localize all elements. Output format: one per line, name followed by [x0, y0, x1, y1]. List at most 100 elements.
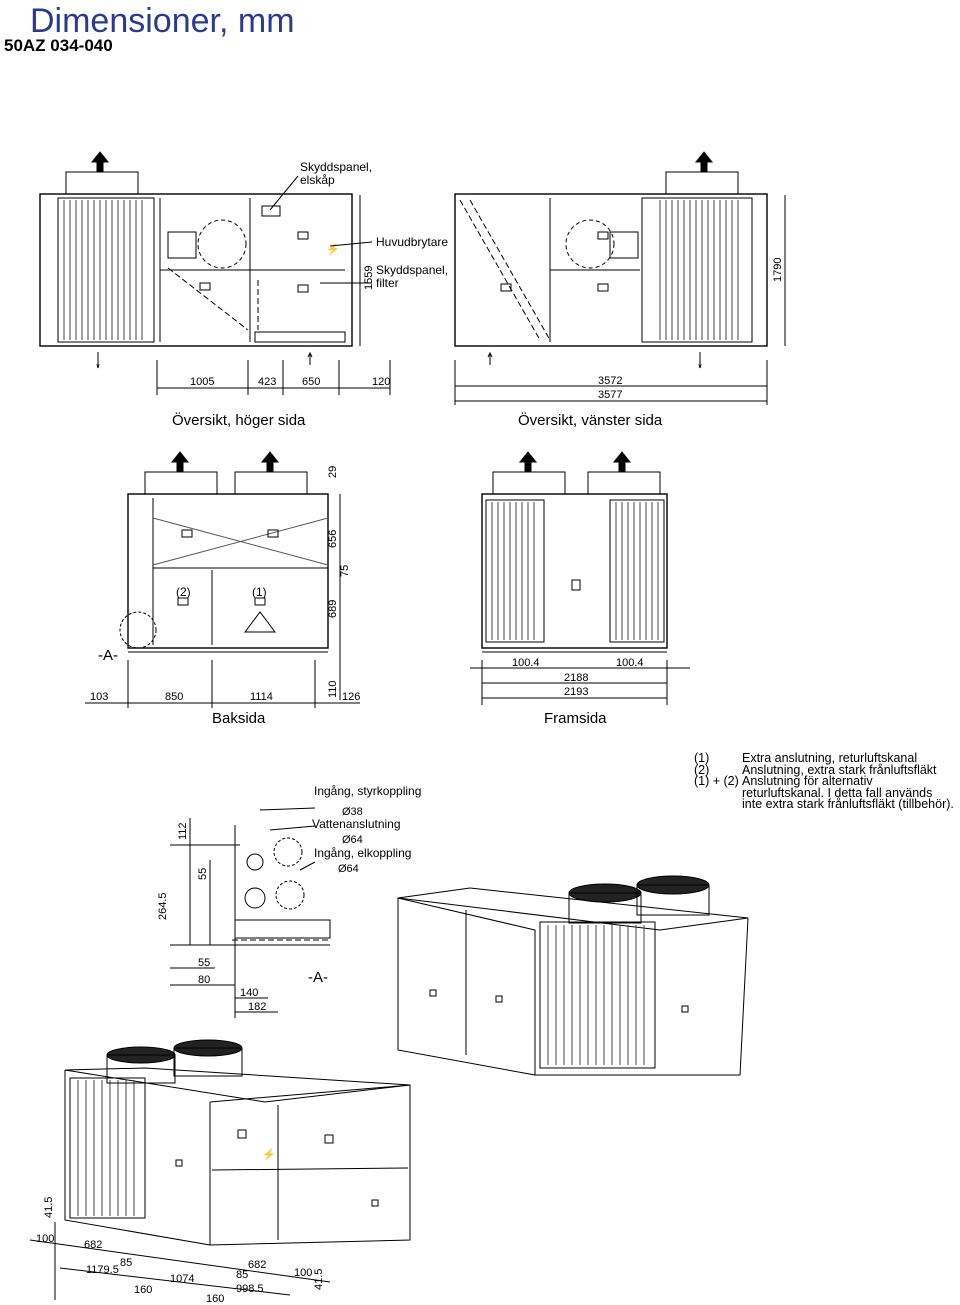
dim-label: 850: [165, 691, 183, 703]
notes-legend: (1) Extra anslutning, returluftskanal (2)…: [694, 751, 956, 811]
callout-panel-filter: Skyddspanel, filter: [376, 264, 448, 290]
dim-label: 120: [372, 376, 390, 388]
rear-view: (2) (1) -A- 29 656 75 689 110 103 850 11…: [85, 451, 360, 708]
note-row: (2) Anslutning, extra stark frånluftsfläk…: [694, 762, 956, 777]
dim-label: 140: [240, 987, 258, 999]
note-text: returluftskanal. I detta fall används: [742, 785, 933, 800]
left-side-view: 1790 3572 3577: [454, 151, 786, 405]
arrow-up-icon: [518, 451, 538, 473]
isometric-left-view: ⚡ 41.5 100 682 85 1179.5 1074 160 160 99…: [29, 1039, 411, 1305]
dim-label: 100: [294, 1267, 312, 1279]
dim-label: 160: [134, 1284, 152, 1296]
note-key: (1): [694, 751, 710, 765]
callout-main-switch: Huvudbrytare: [376, 235, 449, 249]
dim-label: 41.5: [43, 1197, 55, 1218]
leader-line: [329, 241, 373, 247]
front-view: 100.4 100.4 2188 2193: [470, 451, 690, 705]
note-key: [694, 788, 742, 800]
dim-label: 85: [236, 1269, 248, 1281]
model-subtitle: 50AZ 034-040: [4, 36, 113, 55]
coil-hatch: [659, 200, 739, 340]
dim-label: 41.5: [313, 1269, 325, 1290]
dim-label: 998.5: [236, 1283, 264, 1295]
callout-line: Skyddspanel,: [300, 160, 373, 174]
dim-label: 100: [36, 1233, 54, 1245]
label-water-conn: Vattenanslutning: [312, 817, 401, 831]
caption-right-side: Översikt, höger sida: [172, 412, 306, 429]
dim-label: 126: [342, 691, 360, 703]
caption-front: Framsida: [544, 710, 607, 727]
callout-panel-elskap: Skyddspanel, elskåp: [300, 161, 372, 187]
dim-label: 1074: [170, 1273, 194, 1285]
dim-label: 1005: [190, 376, 214, 388]
note-key: (1) + (2): [694, 774, 739, 788]
note-key: (2): [694, 762, 710, 777]
isometric-right-view: [397, 875, 749, 1076]
section-label: -A-: [308, 969, 328, 986]
dim-label: 2193: [564, 686, 588, 698]
high-voltage-icon: ⚡: [262, 1148, 276, 1161]
high-voltage-icon: ⚡: [326, 243, 340, 256]
dim-label: 1114: [250, 691, 273, 703]
dim-label: 160: [206, 1293, 224, 1305]
dim-label: 264.5: [157, 892, 169, 920]
arrow-up-icon: [260, 451, 280, 473]
dim-label: 100.4: [616, 657, 644, 669]
callout-line: Skyddspanel,: [376, 263, 449, 277]
dim-label: 656: [327, 530, 339, 548]
coil-hatch: [491, 502, 659, 640]
note-row: inte extra stark frånluftsfläkt (tillbeh…: [694, 797, 956, 811]
right-side-view: ⚡ 1559 1005 423 650 120: [39, 151, 391, 395]
marker-2: (2): [176, 585, 191, 599]
dim-label: 85: [120, 1257, 132, 1269]
arrow-up-icon: [694, 151, 714, 173]
dim-label: 689: [327, 600, 339, 618]
dim-label: 3572: [598, 375, 622, 387]
dim-label: 1559: [363, 266, 375, 290]
note-text: Anslutning för alternativ: [742, 774, 873, 788]
note-text: inte extra stark frånluftsfläkt (tillbeh…: [742, 797, 954, 811]
dim-label: 100.4: [512, 657, 540, 669]
caption-rear: Baksida: [212, 710, 266, 727]
coil-hatch: [63, 200, 143, 340]
dim-label: 112: [177, 822, 189, 840]
dim-label: 55: [197, 868, 209, 880]
dim-label: 80: [198, 974, 210, 986]
diameter-label: Ø64: [342, 834, 363, 846]
callout-line: elskåp: [300, 173, 335, 187]
coil-hatch: [547, 925, 645, 1065]
page-title: Dimensioner, mm: [30, 2, 295, 40]
caption-left-side: Översikt, vänster sida: [518, 412, 663, 429]
diameter-label: Ø38: [342, 806, 363, 818]
note-row: (1) + (2)Anslutning för alternativ: [694, 774, 956, 788]
note-row: returluftskanal. I detta fall används: [694, 785, 956, 800]
dim-label: 103: [90, 691, 108, 703]
dim-label: 29: [327, 466, 339, 478]
arrow-up-icon: [90, 151, 110, 173]
note-row: (1) Extra anslutning, returluftskanal: [694, 751, 956, 765]
note-text: Extra anslutning, returluftskanal: [742, 751, 918, 765]
note-text: Anslutning, extra stark frånluftsfläkt: [742, 762, 937, 777]
dim-label: 75: [339, 565, 351, 577]
dim-label: 682: [248, 1259, 266, 1271]
detail-a-view: 112 55 264.5 Ø38 Ø64 Ø64 55 80 140 182 -…: [157, 806, 363, 1018]
dim-label: 423: [258, 376, 276, 388]
coil-hatch: [77, 1080, 135, 1216]
dim-label: 3577: [598, 389, 622, 401]
diameter-label: Ø64: [338, 863, 359, 875]
label-control-inlet: Ingång, styrkoppling: [314, 784, 422, 798]
section-label: -A-: [98, 647, 118, 664]
dim-label: 182: [248, 1001, 266, 1013]
callout-line: filter: [376, 276, 399, 290]
label-power-inlet: Ingång, elkoppling: [314, 846, 412, 860]
dim-label: 1790: [772, 258, 784, 282]
leader-line: [269, 175, 299, 211]
arrow-up-icon: [170, 451, 190, 473]
dim-label: 110: [327, 680, 339, 698]
marker-1: (1): [252, 585, 267, 599]
dim-label: 2188: [564, 672, 588, 684]
dim-label: 1179.5: [86, 1264, 119, 1276]
dim-label: 55: [198, 957, 210, 969]
arrow-up-icon: [612, 451, 632, 473]
